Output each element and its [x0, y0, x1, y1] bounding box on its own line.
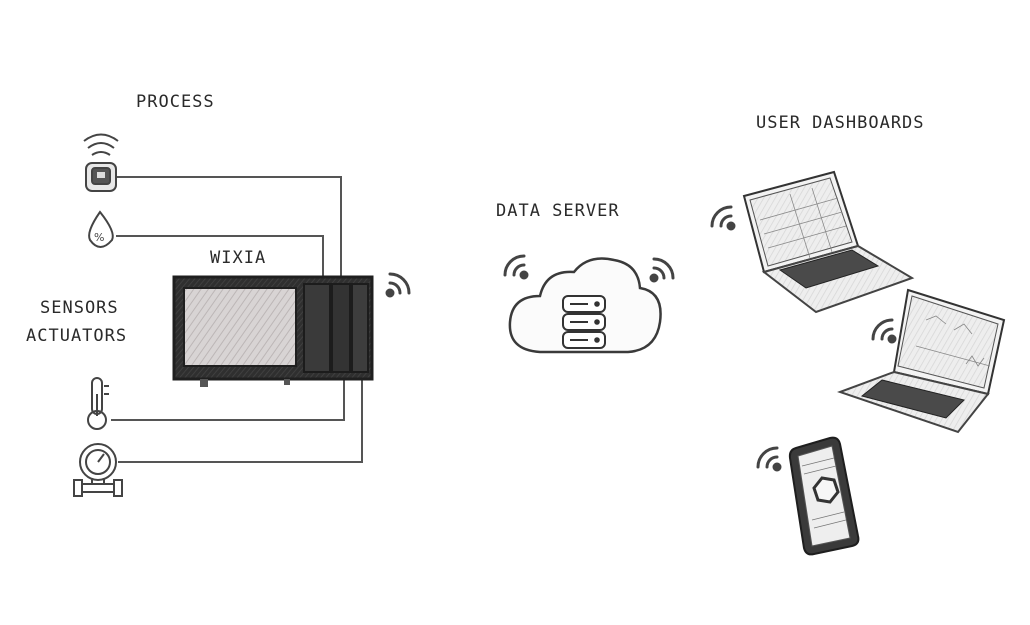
- smartphone-wifi-icon: [756, 446, 782, 472]
- label-actuators: ACTUATORS: [26, 326, 128, 346]
- laptop-2: [837, 288, 1006, 434]
- line-wireless-sensor: [116, 176, 342, 280]
- label-wixia: WIXIA: [210, 248, 267, 268]
- server-wifi-left-icon: [503, 254, 529, 280]
- label-process: PROCESS: [136, 92, 215, 112]
- svg-text:%: %: [94, 231, 104, 244]
- smartphone: [788, 436, 860, 556]
- label-data-server: DATA SERVER: [496, 201, 620, 221]
- line-humidity-sensor: [116, 235, 324, 280]
- app-hex-icon: [812, 476, 840, 504]
- label-sensors: SENSORS: [40, 298, 119, 318]
- humidity-drop-icon: %: [88, 210, 114, 248]
- laptop-1: [742, 170, 915, 314]
- line-pressure-gauge: [118, 372, 363, 463]
- label-user-dashboards: USER DASHBOARDS: [756, 113, 925, 133]
- wixia-device: [172, 275, 374, 387]
- server-wifi-right-icon: [649, 257, 675, 283]
- laptop-2-wifi-icon: [871, 318, 897, 344]
- laptop-1-wifi-icon: [710, 205, 736, 231]
- thermometer-icon: [87, 377, 109, 430]
- wireless-sensor-icon: [83, 133, 119, 192]
- wixia-screen: [183, 287, 297, 367]
- connection-lines: [111, 176, 363, 463]
- wixia-wifi-icon: [385, 272, 411, 298]
- database-icon: [562, 295, 606, 349]
- data-server-cloud: [508, 257, 662, 354]
- pressure-gauge-icon: [73, 443, 123, 497]
- line-thermometer: [111, 372, 345, 421]
